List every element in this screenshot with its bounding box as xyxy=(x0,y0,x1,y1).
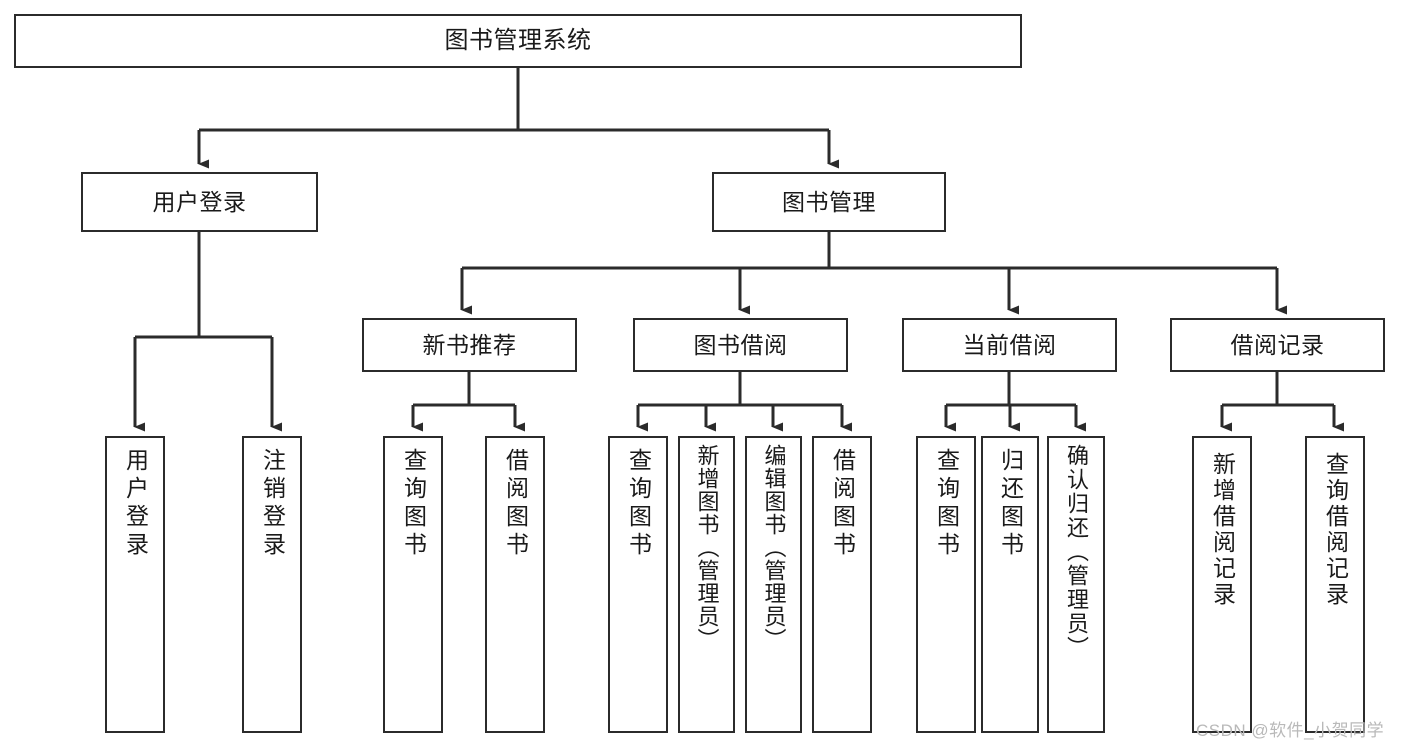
node-root-label: 图书管理系统 xyxy=(444,27,592,55)
leaf-edit-book-label: 编辑图书（管理员） xyxy=(761,444,787,651)
leaf-add-borrow-record-label: 新增借阅记录 xyxy=(1209,452,1236,608)
node-current-borrow[interactable]: 当前借阅 xyxy=(902,318,1117,372)
node-book-borrow-label: 图书借阅 xyxy=(693,331,788,358)
leaf-user-login[interactable]: 用户登录 xyxy=(105,436,165,733)
leaf-return-book[interactable]: 归还图书 xyxy=(981,436,1039,733)
leaf-query-borrow-record-label: 查询借阅记录 xyxy=(1322,452,1349,608)
node-borrow-record-label: 借阅记录 xyxy=(1230,331,1325,358)
leaf-add-book[interactable]: 新增图书（管理员） xyxy=(678,436,735,733)
node-book-manage[interactable]: 图书管理 xyxy=(712,172,946,232)
leaf-query-book-current-label: 查询图书 xyxy=(933,448,960,560)
leaf-return-book-label: 归还图书 xyxy=(997,448,1024,560)
leaf-confirm-return-label: 确认归还（管理员） xyxy=(1064,444,1089,660)
node-new-book-recommend[interactable]: 新书推荐 xyxy=(362,318,577,372)
leaf-borrow-book-borrow-label: 借阅图书 xyxy=(829,448,856,560)
leaf-query-book-recommend[interactable]: 查询图书 xyxy=(383,436,443,733)
leaf-borrow-book-recommend[interactable]: 借阅图书 xyxy=(485,436,545,733)
leaf-add-book-label: 新增图书（管理员） xyxy=(694,444,720,651)
leaf-query-borrow-record[interactable]: 查询借阅记录 xyxy=(1305,436,1365,733)
node-user-login[interactable]: 用户登录 xyxy=(81,172,318,232)
leaf-user-logout-label: 注销登录 xyxy=(259,448,286,560)
leaf-query-book-current[interactable]: 查询图书 xyxy=(916,436,976,733)
leaf-edit-book[interactable]: 编辑图书（管理员） xyxy=(745,436,802,733)
leaf-borrow-book-recommend-label: 借阅图书 xyxy=(502,448,529,560)
node-user-login-label: 用户登录 xyxy=(152,188,247,215)
node-new-book-recommend-label: 新书推荐 xyxy=(422,331,517,358)
node-book-borrow[interactable]: 图书借阅 xyxy=(633,318,848,372)
watermark: CSDN @软件_小贺同学 xyxy=(1196,721,1385,740)
node-current-borrow-label: 当前借阅 xyxy=(962,331,1057,358)
leaf-add-borrow-record[interactable]: 新增借阅记录 xyxy=(1192,436,1252,733)
leaf-query-book-recommend-label: 查询图书 xyxy=(400,448,427,560)
leaf-borrow-book-borrow[interactable]: 借阅图书 xyxy=(812,436,872,733)
node-borrow-record[interactable]: 借阅记录 xyxy=(1170,318,1385,372)
node-root-system[interactable]: 图书管理系统 xyxy=(14,14,1022,68)
leaf-query-book-borrow[interactable]: 查询图书 xyxy=(608,436,668,733)
node-book-manage-label: 图书管理 xyxy=(782,188,876,215)
leaf-user-logout[interactable]: 注销登录 xyxy=(242,436,302,733)
leaf-confirm-return[interactable]: 确认归还（管理员） xyxy=(1047,436,1105,733)
leaf-query-book-borrow-label: 查询图书 xyxy=(625,448,652,560)
leaf-user-login-label: 用户登录 xyxy=(122,448,149,560)
